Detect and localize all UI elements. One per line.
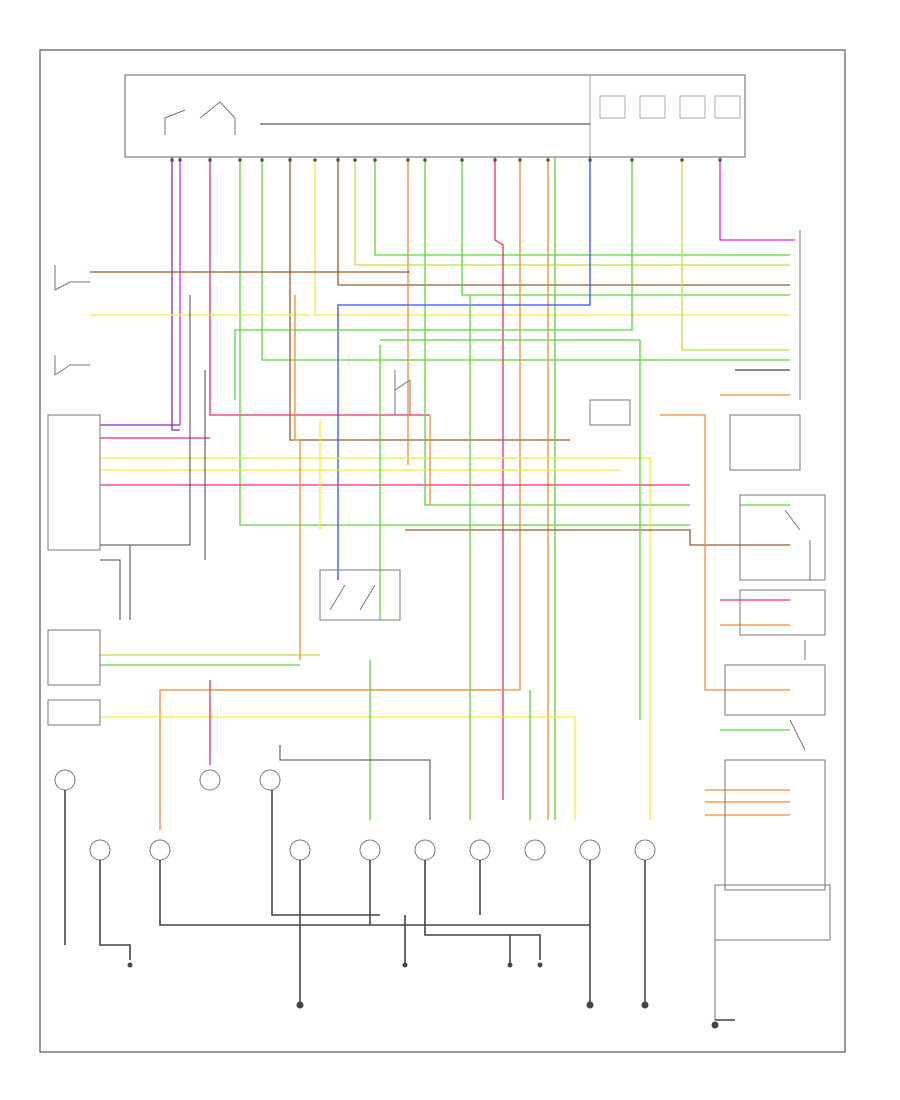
top-module — [124, 74, 746, 158]
center-relay — [319, 370, 631, 621]
diagram-frame — [39, 49, 846, 1053]
ground-symbols — [127, 962, 719, 1029]
top-drop-wires — [159, 157, 795, 830]
ground-network — [64, 745, 735, 1021]
harness-runs — [90, 271, 790, 820]
left-switches — [47, 265, 206, 726]
lamp-row — [54, 769, 656, 861]
right-components — [714, 230, 831, 1020]
connector-dots — [170, 158, 722, 162]
